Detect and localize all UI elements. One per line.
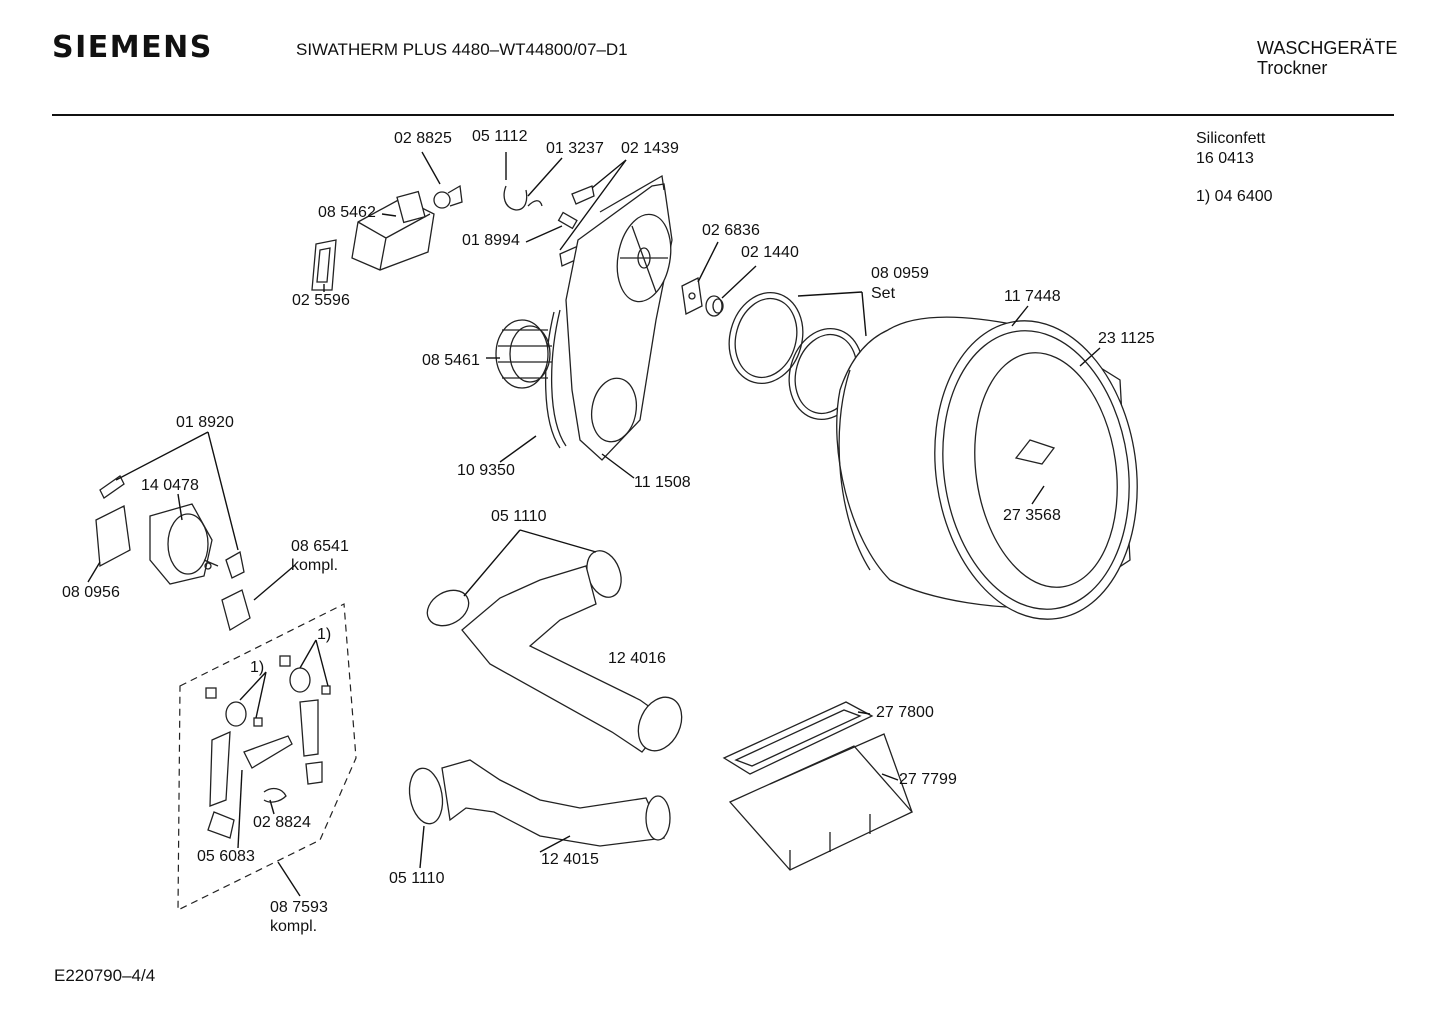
part-label: 02 5596: [292, 292, 350, 309]
drum-drawing: [836, 316, 1138, 620]
part-label: 08 5461: [422, 352, 480, 369]
part-label: 08 5462: [318, 204, 376, 221]
subcategory-label: Trockner: [1257, 58, 1328, 78]
fan-housing-drawing: [545, 174, 673, 461]
lint-filter-drawing: [722, 701, 914, 871]
category-label: WASCHGERÄTE: [1257, 38, 1398, 58]
motor-assembly-drawing: [95, 475, 251, 632]
part-label: 27 3568: [1003, 507, 1061, 524]
small-fasteners-drawing: [433, 184, 595, 267]
part-label: 02 1439: [621, 140, 679, 157]
part-label: 08 0956: [62, 584, 120, 601]
footnote-marker: 1): [317, 626, 332, 643]
upper-duct-drawing: [426, 550, 683, 753]
part-label: 11 7448: [1004, 288, 1061, 305]
part-label: 02 8824: [253, 814, 311, 831]
part-label: 05 6083: [197, 848, 255, 865]
part-label: 12 4015: [541, 851, 599, 868]
part-label: 05 1112: [472, 128, 528, 145]
part-label: kompl.: [270, 918, 318, 935]
part-label: Set: [871, 285, 896, 302]
drawing-code: E220790–4/4: [54, 966, 156, 985]
part-label: kompl.: [291, 557, 339, 574]
part-label: 10 9350: [457, 462, 515, 479]
part-label: 14 0478: [141, 477, 199, 494]
lower-duct-drawing: [408, 759, 671, 847]
part-label: 23 1125: [1098, 330, 1155, 347]
footnote-1: 1) 04 6400: [1196, 188, 1273, 205]
part-label: 05 1110: [491, 508, 547, 525]
part-label: 11 1508: [634, 474, 691, 491]
part-label: 02 6836: [702, 222, 760, 239]
part-label: 01 8994: [462, 232, 520, 249]
siliconfett-label: Siliconfett: [1196, 130, 1266, 147]
kit-parts-drawing: [205, 655, 331, 839]
part-label: 08 6541: [291, 538, 349, 555]
footnote-marker: 1): [250, 659, 265, 676]
part-label: 08 0959: [871, 265, 929, 282]
brand-logo: SIEMENS: [52, 30, 213, 65]
model-title: SIWATHERM PLUS 4480–WT44800/07–D1: [296, 40, 628, 59]
part-label: 12 4016: [608, 650, 666, 667]
filter-housing-drawing: [311, 190, 435, 291]
part-label: 27 7799: [899, 771, 957, 788]
leader-lines: [87, 151, 1101, 897]
part-label: 05 1110: [389, 870, 445, 887]
part-label: 01 3237: [546, 140, 604, 157]
siliconfett-number: 16 0413: [1196, 150, 1254, 167]
impeller-drawing: [495, 319, 552, 389]
part-label: 02 8825: [394, 130, 452, 147]
part-label: 27 7800: [876, 704, 934, 721]
header-divider: [52, 114, 1394, 116]
part-label: 02 1440: [741, 244, 799, 261]
part-label: 01 8920: [176, 414, 234, 431]
bearing-parts-drawing: [681, 277, 724, 317]
part-label: 08 7593: [270, 899, 328, 916]
